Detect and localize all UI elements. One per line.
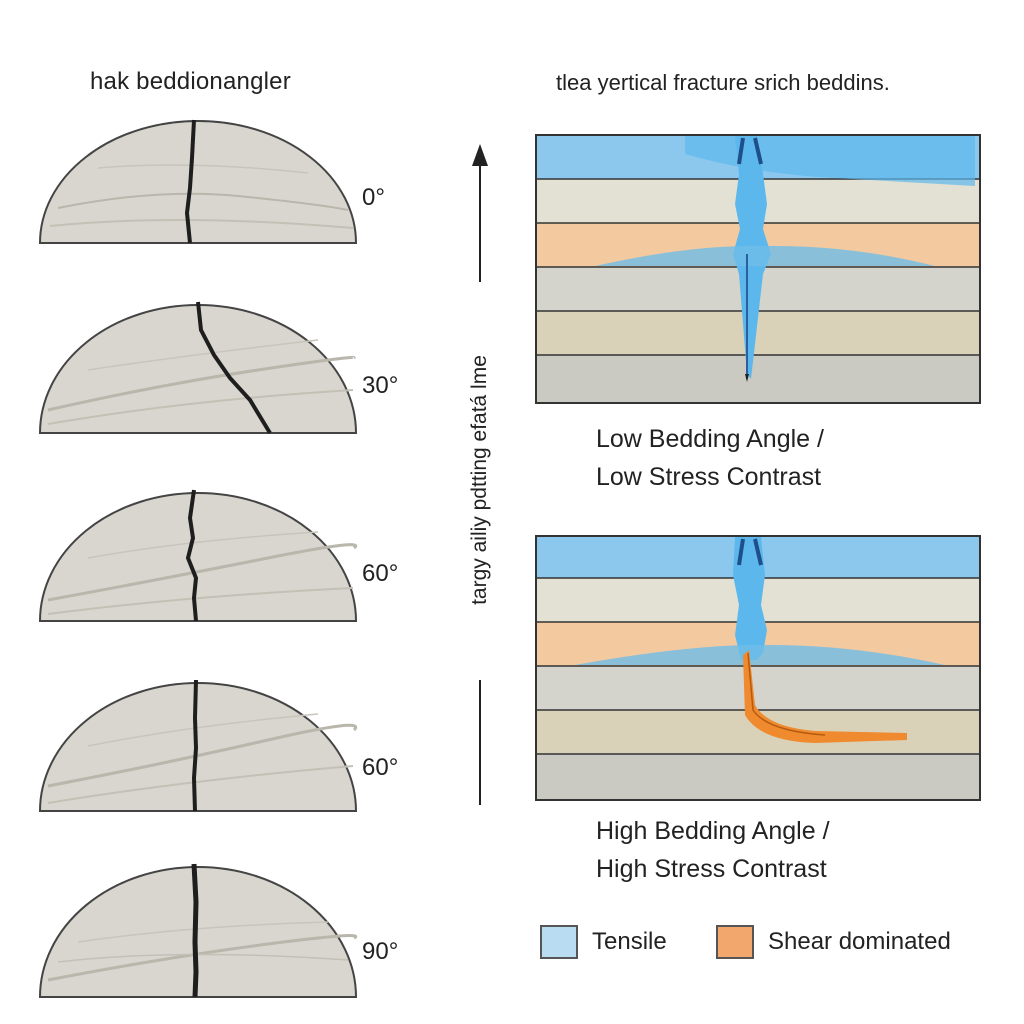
left-title: hak beddionangler bbox=[90, 68, 291, 95]
caption-low-line2: Low Stress Contrast bbox=[596, 463, 822, 491]
fracture-line bbox=[191, 679, 199, 812]
legend-swatch-shear bbox=[716, 925, 754, 959]
rock-sample-1 bbox=[38, 300, 358, 435]
legend-item-shear: Shear dominated bbox=[716, 925, 951, 959]
rock-sample-2 bbox=[38, 488, 358, 622]
legend-item-tensile: Tensile bbox=[540, 925, 667, 959]
caption-high: High Bedding Angle / High Stress Contras… bbox=[596, 812, 830, 888]
rock-sample-0 bbox=[38, 118, 358, 248]
rock-sample-4 bbox=[38, 862, 358, 998]
angle-label-3: 60° bbox=[362, 754, 399, 781]
axis-label: targy ailiy pdtting efatá lme bbox=[468, 355, 491, 605]
tensile-fracture bbox=[733, 537, 767, 660]
caption-high-line2: High Stress Contrast bbox=[596, 855, 827, 883]
fracture-line bbox=[184, 119, 196, 244]
rock-sample-3 bbox=[38, 678, 358, 812]
fracture-panel-high bbox=[535, 535, 981, 801]
legend-label-shear: Shear dominated bbox=[768, 928, 951, 955]
fracture-line bbox=[191, 863, 199, 998]
caption-high-line1: High Bedding Angle / bbox=[596, 817, 830, 845]
angle-label-1: 30° bbox=[362, 372, 399, 399]
shear-fracture bbox=[743, 650, 907, 743]
axis-arrowhead bbox=[472, 144, 488, 166]
legend-label-tensile: Tensile bbox=[592, 928, 667, 955]
caption-low: Low Bedding Angle / Low Stress Contrast bbox=[596, 420, 824, 496]
legend-swatch-tensile bbox=[540, 925, 578, 959]
right-title: tlea yertical fracture srich beddins. bbox=[556, 70, 890, 95]
vertical-axis bbox=[460, 140, 500, 810]
angle-label-2: 60° bbox=[362, 560, 399, 587]
fracture-panel-low bbox=[535, 134, 981, 404]
fracture-line bbox=[196, 301, 272, 435]
fracture-line bbox=[185, 489, 199, 622]
angle-label-4: 90° bbox=[362, 938, 399, 965]
angle-label-0: 0° bbox=[362, 184, 385, 211]
caption-low-line1: Low Bedding Angle / bbox=[596, 425, 824, 453]
